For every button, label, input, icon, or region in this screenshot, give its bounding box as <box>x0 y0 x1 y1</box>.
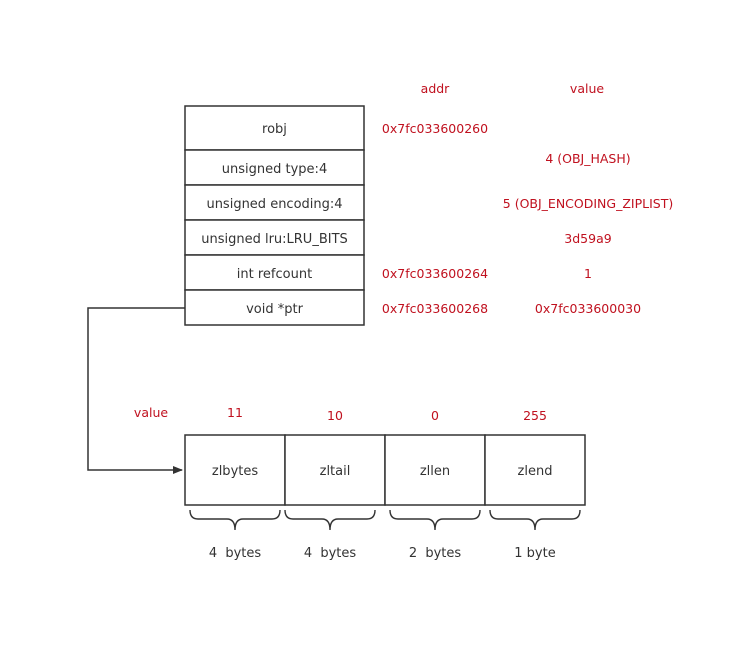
ziplist-brace <box>489 509 581 531</box>
ziplist-brace <box>389 509 481 531</box>
ziplist-cell-value: 0 <box>431 408 439 423</box>
robj-row-label: int refcount <box>237 267 312 282</box>
addr-header: addr <box>421 81 451 96</box>
robj-row-lru: unsigned lru:LRU_BITS 3d59a9 <box>184 219 612 256</box>
robj-row-label: unsigned lru:LRU_BITS <box>201 232 348 247</box>
robj-row-value: 1 <box>584 266 592 281</box>
ptr-connector-arrow <box>87 307 185 474</box>
ziplist-cell-label: zllen <box>420 464 450 479</box>
ziplist-cell-zllen: 0 zllen 2 bytes <box>384 408 486 561</box>
robj-cell-box <box>184 105 365 151</box>
robj-row-ptr: void *ptr 0x7fc033600268 0x7fc033600030 <box>184 289 641 326</box>
robj-row-addr: 0x7fc033600260 <box>382 121 488 136</box>
robj-row-addr: 0x7fc033600268 <box>382 301 488 316</box>
ziplist-cell-zlend: 255 zlend 1 byte <box>484 408 586 561</box>
ziplist-cell-box <box>384 434 486 506</box>
ziplist-cell-size: 4 bytes <box>209 546 262 561</box>
robj-row-label: unsigned type:4 <box>222 162 327 177</box>
robj-row-label: unsigned encoding:4 <box>206 197 342 212</box>
ziplist-cell-zlbytes: 11 zlbytes 4 bytes <box>184 405 286 561</box>
ziplist-value-label: value <box>134 405 168 420</box>
value-header: value <box>570 81 604 96</box>
ziplist-cell-zltail: 10 zltail 4 bytes <box>284 408 386 561</box>
ziplist-cell-label: zlend <box>518 464 553 479</box>
robj-row-encoding: unsigned encoding:4 5 (OBJ_ENCODING_ZIPL… <box>184 184 673 221</box>
robj-row-addr: 0x7fc033600264 <box>382 266 488 281</box>
robj-row-value: 5 (OBJ_ENCODING_ZIPLIST) <box>503 196 673 211</box>
robj-row-value: 4 (OBJ_HASH) <box>545 151 630 166</box>
ziplist-cell-value: 255 <box>523 408 547 423</box>
ziplist-cell-box <box>284 434 386 506</box>
robj-row-refcount: int refcount 0x7fc033600264 1 <box>184 254 592 291</box>
robj-row-label: void *ptr <box>246 302 303 317</box>
robj-cell-box <box>184 149 365 186</box>
robj-row-value: 3d59a9 <box>564 231 611 246</box>
ziplist-brace <box>284 509 376 531</box>
ziplist-cell-size: 4 bytes <box>304 546 357 561</box>
robj-row-robj: robj 0x7fc033600260 <box>184 105 488 151</box>
ziplist-cell-label: zlbytes <box>212 464 258 479</box>
ziplist-cell-value: 11 <box>227 405 243 420</box>
ziplist-cell-box <box>484 434 586 506</box>
ziplist-cell-size: 2 bytes <box>409 546 462 561</box>
ziplist-cell-box <box>184 434 286 506</box>
robj-row-label: robj <box>262 122 287 137</box>
ziplist-cell-label: zltail <box>320 464 351 479</box>
ziplist-brace <box>189 509 281 531</box>
ziplist-cell-value: 10 <box>327 408 343 423</box>
robj-row-value: 0x7fc033600030 <box>535 301 641 316</box>
robj-row-type: unsigned type:4 4 (OBJ_HASH) <box>184 149 631 186</box>
ziplist-cell-size: 1 byte <box>514 546 555 561</box>
robj-cell-box <box>184 219 365 256</box>
